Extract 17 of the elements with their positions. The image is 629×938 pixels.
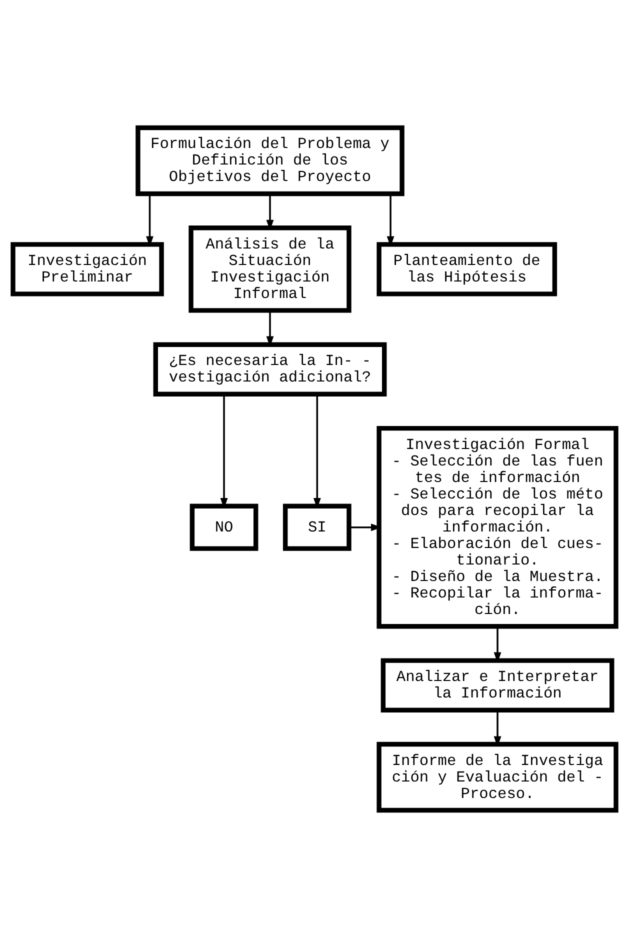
node-box: Formulación del Problema y Definición de los Objetivos del Proyecto <box>136 125 404 196</box>
node-box: SI <box>282 504 352 551</box>
node-box: Informe de la Investiga ción y Evaluación del - Proceso. <box>376 742 618 813</box>
node-box: NO <box>190 504 258 551</box>
node-box: Analizar e Interpretar la Información <box>380 658 614 712</box>
node-box: Análisis de la Situación Investigación Informal <box>188 226 352 313</box>
node-box: Investigación Formal - Selección de las fuen tes de información - Selección de los méto dos para recopilar la información. - Elaboración del cues- tionario. - Diseño de la Muestra. - Recopilar la informa- ción. <box>376 426 618 629</box>
arrow <box>494 626 502 663</box>
arrow <box>220 394 228 509</box>
node-box: Planteamiento de las Hipótesis <box>376 242 558 296</box>
node-box: ¿Es necesaria la In- - vestigación adicional? <box>153 342 387 396</box>
arrow <box>386 194 394 247</box>
arrow <box>146 194 154 247</box>
node-box: Investigación Preliminar <box>10 242 164 296</box>
arrow <box>348 524 382 532</box>
arrow <box>494 710 502 747</box>
arrow <box>266 194 274 230</box>
